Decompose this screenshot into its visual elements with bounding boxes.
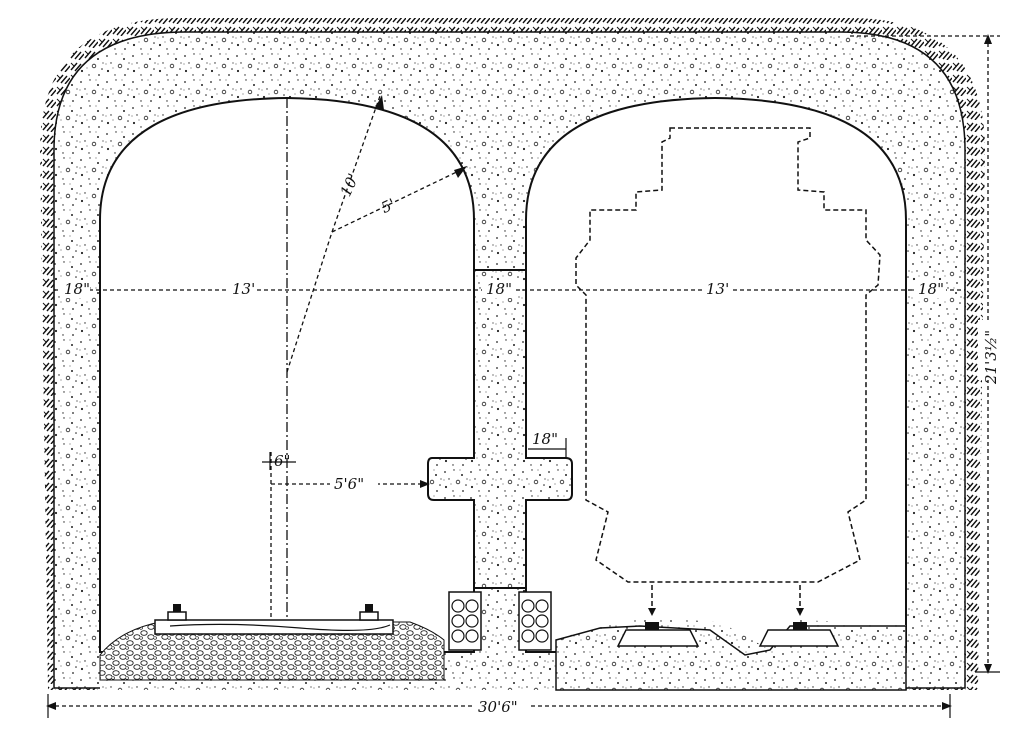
track-block-2 (758, 622, 840, 647)
dim-span-right: 13' (706, 280, 729, 298)
clearance-outline (575, 127, 881, 583)
dim-bracket-18: 18" (532, 430, 558, 448)
dim-wall-left: 18" (64, 280, 90, 298)
dim-wall-right: 18" (918, 280, 944, 298)
duct-bank-right (518, 591, 552, 651)
right-bore (525, 96, 907, 653)
dim-total-height: 21'3½" (982, 330, 1000, 385)
dim-span-left: 13' (232, 280, 255, 298)
duct-bank-left (448, 591, 482, 651)
sleeper-left (154, 619, 394, 635)
dim-offset-5-6: 5'6" (334, 475, 364, 493)
ballast-left (99, 621, 445, 681)
track-block-1 (616, 622, 700, 647)
rail-left-1 (167, 604, 187, 621)
rail-left-2 (359, 604, 379, 621)
dim-offset-6: 6" (274, 452, 290, 470)
dim-pier: 18" (486, 280, 512, 298)
central-pier (427, 269, 573, 589)
dim-total-width: 30'6" (478, 698, 518, 716)
